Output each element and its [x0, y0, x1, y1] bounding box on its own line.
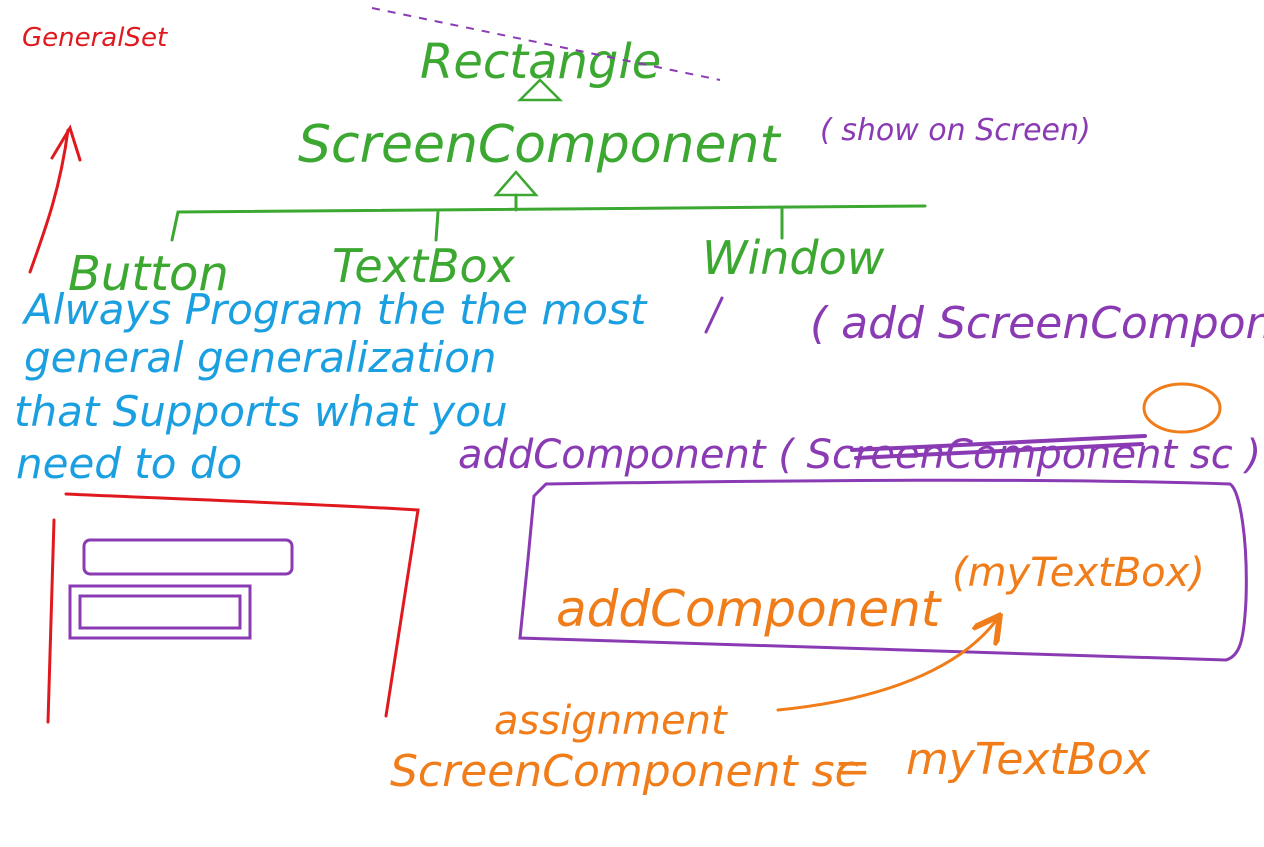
hierarchy-lines [170, 193, 927, 242]
screen-component-label: ScreenComponent [298, 115, 781, 175]
principle-line-2: general generalization [24, 333, 497, 382]
my-textbox-argument: (myTextBox) [952, 550, 1205, 596]
inheritance-triangle-top [516, 78, 564, 102]
show-on-screen-note: ( show on Screen) [820, 113, 1091, 148]
sketch-button-outer [68, 584, 252, 640]
generalization-label: GeneralSet [22, 23, 168, 53]
window-label: Window [702, 231, 885, 285]
button-label: Button [68, 246, 229, 302]
add-component-call: addComponent [556, 580, 943, 638]
assignment-label: assignment [494, 698, 728, 744]
rectangle-dashed-line [371, 7, 721, 81]
assignment-arrow [776, 618, 998, 712]
window-sketch-frame [46, 492, 420, 724]
assignment-left: ScreenComponent sc [390, 746, 859, 797]
principle-line-1: Always Program the the most [21, 285, 648, 334]
signature-underline [850, 434, 1147, 460]
sketch-textbox [82, 538, 294, 576]
sketch-button-inner [78, 594, 242, 630]
principle-line-4: need to do [16, 439, 242, 488]
textbox-label: TextBox [332, 239, 516, 293]
assignment-right: myTextBox [906, 734, 1151, 785]
assignment-equals: = [834, 742, 871, 793]
call-box [518, 478, 1248, 662]
sc-highlight-circle [1142, 382, 1222, 434]
generalization-arrow [28, 124, 82, 274]
add-component-signature: addComponent ( ScreenComponent sc ) [458, 432, 1261, 478]
window-slash [704, 296, 724, 334]
inheritance-triangle-bottom [493, 170, 539, 197]
principle-line-3: that Supports what you [14, 387, 508, 436]
